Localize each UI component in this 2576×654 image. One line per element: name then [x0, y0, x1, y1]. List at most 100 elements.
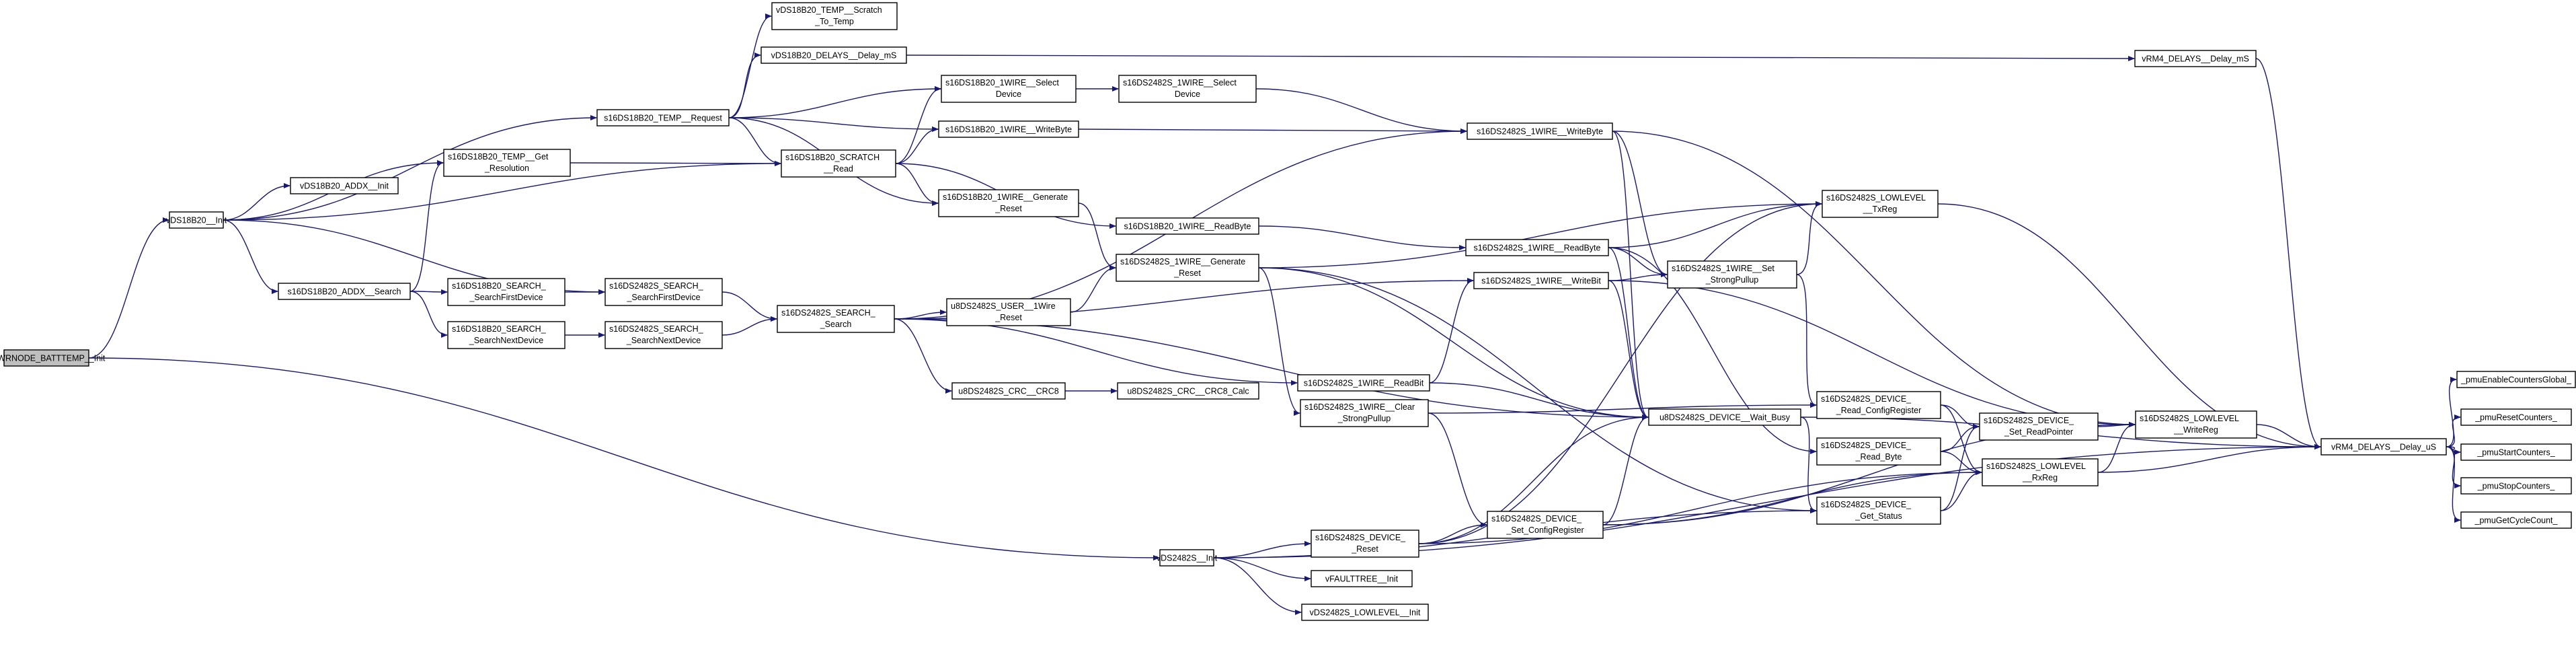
node-vds18b20-temp-scratch-to-temp[interactable]: vDS18B20_TEMP__Scratch_To_Temp [771, 2, 898, 30]
node-box [1822, 190, 1939, 218]
node-vpwrnode-batttemp-init[interactable]: vPWRNODE_BATTTEMP__Init [0, 349, 106, 367]
node-box [938, 189, 1079, 217]
node-s16ds18b20-temp-request[interactable]: s16DS18B20_TEMP__Request [596, 109, 730, 126]
node-vds2482s-lowlevel-init[interactable]: vDS2482S_LOWLEVEL__Init [1301, 604, 1429, 621]
node-s16ds2482s-lowlevel-txreg[interactable]: s16DS2482S_LOWLEVEL__TxReg [1822, 190, 1939, 218]
edge-layer [88, 13, 2461, 615]
node-s16ds2482s-lowlevel-rxreg[interactable]: s16DS2482S_LOWLEVEL__RxReg [1982, 458, 2099, 486]
node-vds18b20-delays-delay-ms[interactable]: vDS18B20_DELAYS__Delay_mS [760, 46, 907, 64]
call-edge [1258, 267, 1817, 513]
call-edge [2255, 58, 2321, 449]
node-box [1816, 497, 1941, 525]
node-vrm4-delays-delay-ms[interactable]: vRM4_DELAYS__Delay_mS [2134, 50, 2257, 67]
call-edge [721, 316, 777, 336]
node-s16ds2482s-1wire-generate-reset[interactable]: s16DS2482S_1WIRE__Generate_Reset [1116, 254, 1259, 282]
node-s16ds18b20-addx-search[interactable]: s16DS18B20_ADDX__Search [278, 283, 411, 300]
node-s16ds2482s-device-reset[interactable]: s16DS2482S_DEVICE__Reset [1311, 530, 1419, 558]
node-label: _Set_ConfigRegister [1506, 525, 1584, 535]
node-label: s16DS2482S_1WIRE__ReadByte [1473, 244, 1600, 253]
node-u8ds2482s-user-1wire-reset[interactable]: u8DS2482S_USER__1Wire_Reset [946, 298, 1071, 326]
node-s16ds2482s-1wire-set-strongpullup[interactable]: s16DS2482S_1WIRE__Set_StrongPullup [1667, 260, 1797, 289]
node-label: _pmuGetCycleCount_ [2474, 516, 2559, 525]
node-pmuenablecountersglobal[interactable]: _pmuEnableCountersGlobal_ [2456, 371, 2576, 388]
node-label: _Reset [994, 313, 1022, 322]
node-s16ds18b20-scratch-read[interactable]: s16DS18B20_SCRATCH__Read [781, 149, 896, 178]
node-s16ds2482s-search-searchnextdevice[interactable]: s16DS2482S_SEARCH__SearchNextDevice [604, 321, 723, 349]
node-box [2135, 410, 2257, 439]
call-edge [728, 13, 772, 118]
call-edge [2446, 414, 2461, 447]
node-s16ds2482s-lowlevel-writereg[interactable]: s16DS2482S_LOWLEVEL__WriteReg [2135, 410, 2257, 439]
node-vds18b20-addx-init[interactable]: vDS18B20_ADDX__Init [290, 177, 399, 194]
call-edge [1428, 402, 1817, 414]
node-s16ds2482s-search-search[interactable]: s16DS2482S_SEARCH__Search [777, 305, 895, 333]
node-label: s16DS2482S_SEARCH_ [609, 324, 704, 334]
call-edge [2446, 377, 2457, 447]
node-s16ds18b20-1wire-generate-reset[interactable]: s16DS18B20_1WIRE__Generate _Reset [938, 189, 1079, 217]
node-s16ds2482s-device-set-configregister[interactable]: s16DS2482S_DEVICE_ _Set_ConfigRegister [1487, 511, 1604, 539]
node-label: _Read_Byte [1855, 452, 1902, 462]
node-s16ds2482s-device-get-status[interactable]: s16DS2482S_DEVICE__Get_Status [1816, 497, 1941, 525]
node-s16ds2482s-device-read-byte[interactable]: s16DS2482S_DEVICE__Read_Byte [1816, 437, 1941, 466]
node-s16ds18b20-1wire-writebyte[interactable]: s16DS18B20_1WIRE__WriteByte [938, 120, 1079, 138]
node-s16ds2482s-device-set-readpointer[interactable]: s16DS2482S_DEVICE__Set_ReadPointer [1979, 412, 2099, 441]
node-box [1465, 239, 1609, 256]
node-pmuresetcounters[interactable]: _pmuResetCounters_ [2460, 408, 2572, 426]
node-s16ds2482s-1wire-readbit[interactable]: s16DS2482S_1WIRE__ReadBit [1297, 374, 1430, 392]
node-vds2482s-init[interactable]: vDS2482S__Init [1157, 549, 1218, 567]
call-edge [1418, 470, 1982, 544]
node-vrm4-delays-delay-us[interactable]: vRM4_DELAYS__Delay_uS [2320, 438, 2447, 456]
call-edge [88, 217, 169, 359]
node-s16ds18b20-search-searchnextdevice[interactable]: s16DS18B20_SEARCH__SearchNextDevice [447, 321, 565, 349]
call-edge [1213, 541, 1311, 558]
node-box [1487, 511, 1604, 539]
node-u8ds2482s-crc-crc8[interactable]: u8DS2482S_CRC__CRC8 [951, 382, 1066, 400]
call-edge [1608, 247, 1817, 454]
call-edge [1213, 557, 1302, 615]
node-label: s16DS18B20_ADDX__Search [288, 287, 401, 297]
node-vds18b20-init[interactable]: vDS18B20__Init [166, 211, 227, 229]
node-box [3, 349, 89, 367]
node-box [941, 75, 1077, 103]
node-label: _To_Temp [814, 17, 854, 26]
node-box [771, 2, 898, 30]
node-u8ds2482s-crc-crc8-calc[interactable]: u8DS2482S_CRC__CRC8_Calc [1117, 382, 1259, 400]
node-s16ds2482s-1wire-writebit[interactable]: s16DS2482S_1WIRE__WriteBit [1473, 272, 1609, 289]
node-label: _SearchNextDevice [469, 336, 544, 345]
node-pmustartcounters[interactable]: _pmuStartCounters_ [2460, 443, 2572, 461]
node-u8ds2482s-device-wait-busy[interactable]: u8DS2482S_DEVICE__Wait_Busy [1648, 408, 1801, 426]
call-edge [728, 117, 781, 166]
node-pmustopcounters[interactable]: _pmuStopCounters_ [2460, 477, 2572, 495]
node-label: s16DS2482S_DEVICE_ [1491, 514, 1582, 523]
node-box [2460, 477, 2572, 495]
node-box [169, 211, 224, 229]
node-s16ds18b20-search-searchfirstdevice[interactable]: s16DS18B20_SEARCH__SearchFirstDevice [447, 278, 565, 306]
node-s16ds2482s-1wire-readbyte[interactable]: s16DS2482S_1WIRE__ReadByte [1465, 239, 1609, 256]
node-vfaulttree-init[interactable]: vFAULTTREE__Init [1311, 570, 1413, 587]
node-pmugetcyclecount[interactable]: _pmuGetCycleCount_ [2460, 511, 2572, 529]
node-label: vDS2482S_LOWLEVEL__Init [1310, 608, 1421, 618]
node-s16ds18b20-temp-get-resolution[interactable]: s16DS18B20_TEMP__Get_Resolution [443, 149, 571, 177]
call-edge [895, 86, 941, 164]
node-s16ds2482s-1wire-writebyte[interactable]: s16DS2482S_1WIRE__WriteByte [1467, 122, 1613, 140]
node-box [1116, 217, 1259, 235]
node-label: _Read_ConfigRegister [1836, 406, 1921, 415]
node-s16ds18b20-1wire-readbyte[interactable]: s16DS18B20_1WIRE__ReadByte [1116, 217, 1259, 235]
node-s16ds2482s-1wire-clear-strongpullup[interactable]: s16DS2482S_1WIRE__Clear_StrongPullup [1300, 399, 1429, 427]
node-box [2460, 443, 2572, 461]
node-s16ds2482s-device-read-configregister[interactable]: s16DS2482S_DEVICE__Read_ConfigRegister [1816, 391, 1941, 419]
node-s16ds2482s-search-searchfirstdevice[interactable]: s16DS2482S_SEARCH__SearchFirstDevice [604, 278, 723, 306]
call-edge [2446, 446, 2461, 455]
node-label: _Reset [994, 204, 1022, 213]
node-label: Device [1175, 89, 1200, 99]
node-box [1667, 260, 1797, 289]
node-label: s16DS2482S_DEVICE_ [1821, 500, 1912, 509]
call-edge [409, 291, 448, 338]
node-label: _SearchFirstDevice [469, 293, 543, 302]
call-edge [1213, 557, 1311, 581]
call-edge [409, 289, 448, 295]
node-label: s16DS18B20_1WIRE__Generate [943, 192, 1068, 202]
